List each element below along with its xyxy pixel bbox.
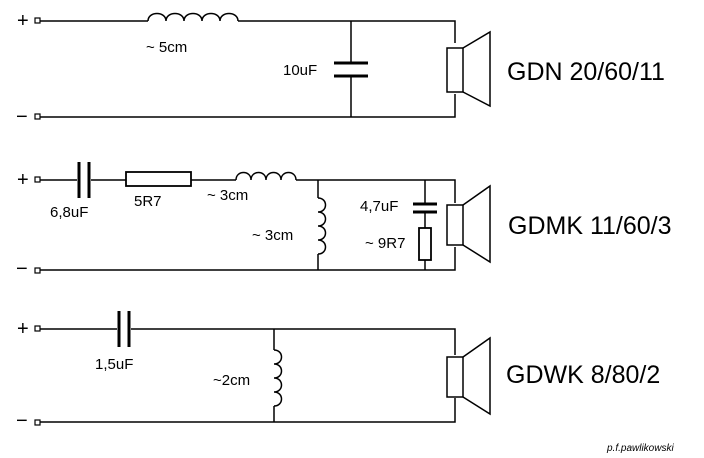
zobel-resistor-label: ~ 9R7 (365, 235, 405, 252)
zobel-resistor (418, 227, 432, 261)
author-signature: p.f.pawlikowski (606, 443, 674, 454)
capacitor-label: 1,5uF (95, 356, 133, 373)
minus-terminal (34, 267, 41, 274)
wire (40, 94, 456, 118)
series-capacitor (77, 162, 91, 198)
shunt-inductor (317, 197, 327, 255)
wire (296, 179, 456, 203)
minus-terminal-label: − (16, 258, 28, 280)
series-inductor (147, 12, 239, 22)
zobel-capacitor (413, 202, 437, 214)
speaker-icon (446, 30, 491, 108)
minus-terminal-label: − (16, 410, 28, 432)
minus-terminal-label: − (16, 106, 28, 128)
circuit-3: + − 1,5uF ~2cm GDWK 8/80/2 (16, 311, 660, 432)
speaker-model-label: GDWK 8/80/2 (506, 361, 660, 389)
plus-terminal-label: + (17, 318, 29, 340)
wire (238, 20, 456, 43)
wire (40, 247, 456, 271)
series-resistor (125, 171, 192, 187)
resistor-label: 5R7 (134, 193, 162, 210)
plus-terminal-label: + (17, 169, 29, 191)
plus-terminal (34, 325, 41, 332)
zobel-capacitor-label: 4,7uF (360, 198, 398, 215)
wire (131, 328, 456, 355)
shunt-inductor (273, 349, 283, 407)
speaker-icon (446, 336, 491, 416)
inductor-label: ~ 5cm (146, 39, 187, 56)
speaker-icon (446, 184, 491, 264)
minus-terminal (34, 113, 41, 120)
series-inductor-label: ~ 3cm (207, 187, 248, 204)
shunt-capacitor (334, 61, 368, 78)
plus-terminal (34, 176, 41, 183)
capacitor-label: 10uF (283, 62, 317, 79)
series-inductor (235, 171, 297, 181)
circuit-2: + − 6,8uF 5R7 ~ 3cm ~ 3cm 4,7uF ~ 9R7 (16, 162, 672, 280)
circuit-1: + − ~ 5cm 10uF GDN 20/60/11 (16, 10, 665, 128)
speaker-model-label: GDN 20/60/11 (507, 58, 665, 86)
shunt-inductor-label: ~ 3cm (252, 227, 293, 244)
minus-terminal (34, 419, 41, 426)
plus-terminal-label: + (17, 10, 29, 32)
capacitor-label: 6,8uF (50, 204, 88, 221)
shunt-inductor-label: ~2cm (213, 372, 250, 389)
speaker-model-label: GDMK 11/60/3 (508, 212, 672, 240)
plus-terminal (34, 17, 41, 24)
series-capacitor (117, 311, 131, 347)
wire (40, 398, 456, 423)
